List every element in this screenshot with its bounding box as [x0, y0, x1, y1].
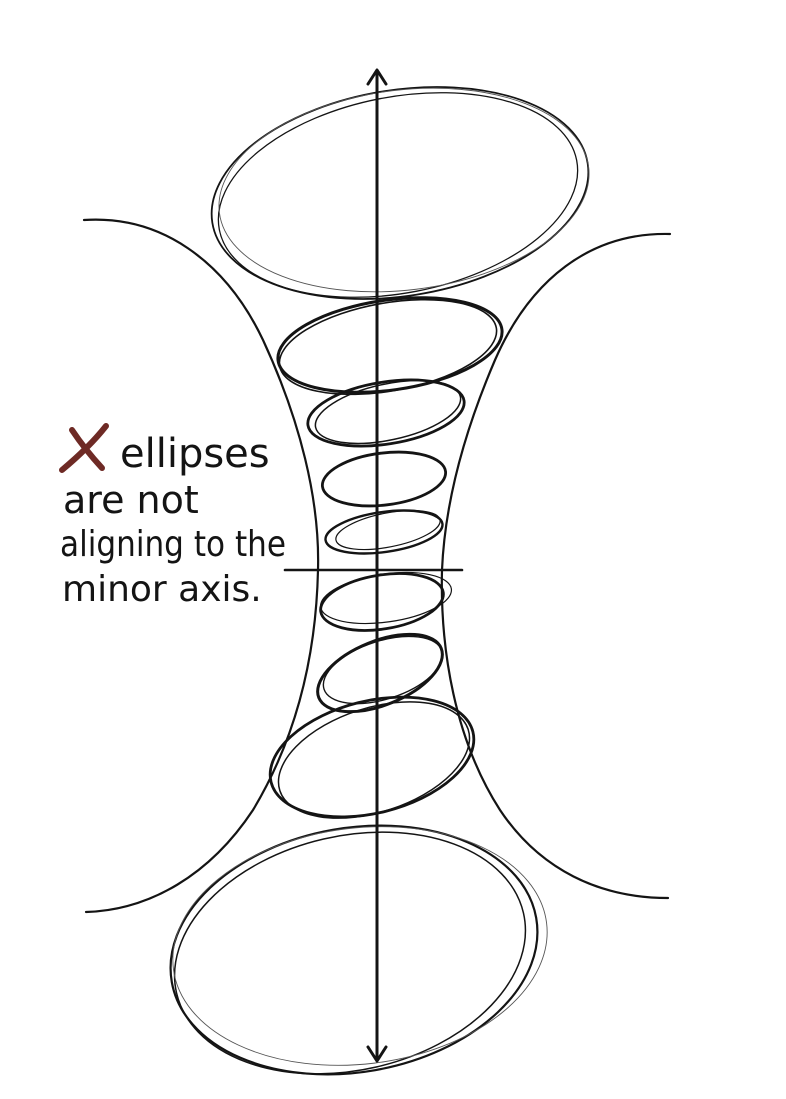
ellipse-7 [268, 695, 476, 819]
right-upper-curve [440, 232, 672, 572]
annotation-line-4: minor axis. [62, 569, 262, 610]
right-lower-curve [440, 568, 670, 900]
left-upper-curve [82, 218, 320, 572]
ellipse-2 [306, 378, 466, 448]
left-lower-curve [84, 568, 320, 914]
annotation-line-2: are not [63, 478, 199, 522]
red-x-mark: X [59, 423, 109, 473]
top-arrowhead [366, 68, 388, 86]
top-ellipse [210, 86, 590, 300]
annotation-line-1: ellipses [120, 431, 270, 477]
ellipse-4 [324, 509, 444, 555]
bottom-arrowhead [366, 1045, 388, 1063]
ellipse-3 [320, 450, 448, 508]
bottom-ellipse [169, 824, 548, 1076]
x-mark-stroke-2 [59, 423, 109, 473]
ellipse-1 [276, 296, 504, 396]
hyperboloid-outline [82, 218, 672, 914]
ellipse-stack [169, 86, 590, 1076]
annotation: X ellipses are not aligning to the minor… [59, 423, 286, 610]
annotation-line-3: aligning to the [60, 524, 286, 565]
vertical-axis-arrow [366, 68, 388, 1063]
